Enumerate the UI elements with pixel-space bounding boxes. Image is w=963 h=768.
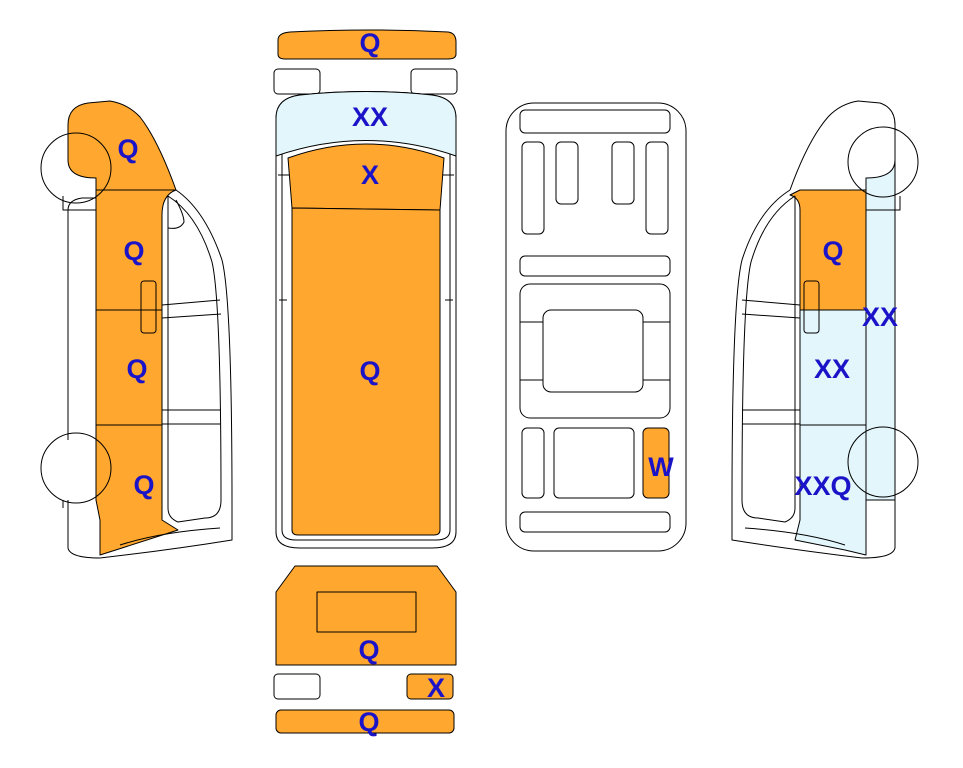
underside-view: W bbox=[505, 102, 687, 552]
front-left-headlight bbox=[273, 68, 321, 95]
right-middle-panel-label: XX bbox=[814, 354, 850, 384]
underside-rear-right-label: W bbox=[648, 452, 674, 482]
roof-label: Q bbox=[359, 356, 380, 386]
right-front-wing-label: XX bbox=[862, 302, 898, 332]
roof-panel[interactable] bbox=[291, 207, 441, 536]
front-bumper-panel[interactable] bbox=[277, 29, 457, 60]
tailgate-panel[interactable] bbox=[275, 565, 457, 666]
rear-bumper-label: Q bbox=[358, 707, 379, 737]
rear-right-light-label: X bbox=[427, 673, 445, 703]
underside-rear-right-panel[interactable] bbox=[642, 427, 670, 499]
right-front-door-label: Q bbox=[822, 236, 843, 266]
left-rear-panel[interactable] bbox=[95, 424, 179, 556]
left-side-view: Q Q Q Q bbox=[40, 100, 233, 559]
left-middle-panel-label: Q bbox=[126, 354, 147, 384]
left-front-door-panel[interactable] bbox=[95, 189, 177, 311]
tailgate-label: Q bbox=[358, 635, 379, 665]
right-side-view: Q XX XX XXQ bbox=[731, 100, 919, 559]
rear-left-light bbox=[273, 673, 321, 700]
rear-bumper-panel[interactable] bbox=[275, 709, 455, 734]
front-bumper-label: Q bbox=[359, 28, 380, 58]
top-view: Q XX X Q bbox=[273, 28, 458, 549]
rear-view: Q X Q bbox=[273, 565, 457, 737]
left-front-door-label: Q bbox=[123, 236, 144, 266]
left-rear-panel-label: Q bbox=[133, 470, 154, 500]
right-rear-panel-label: XXQ bbox=[794, 471, 851, 501]
front-right-headlight bbox=[410, 68, 458, 95]
bonnet-label: X bbox=[361, 160, 379, 190]
left-front-wing-panel[interactable] bbox=[67, 100, 177, 191]
bonnet-panel[interactable] bbox=[287, 143, 445, 211]
windscreen-panel[interactable] bbox=[275, 91, 457, 157]
rear-right-light-panel[interactable] bbox=[406, 673, 454, 700]
rear-window bbox=[316, 591, 417, 633]
left-front-wing-label: Q bbox=[117, 134, 138, 164]
windscreen-label: XX bbox=[352, 102, 388, 132]
